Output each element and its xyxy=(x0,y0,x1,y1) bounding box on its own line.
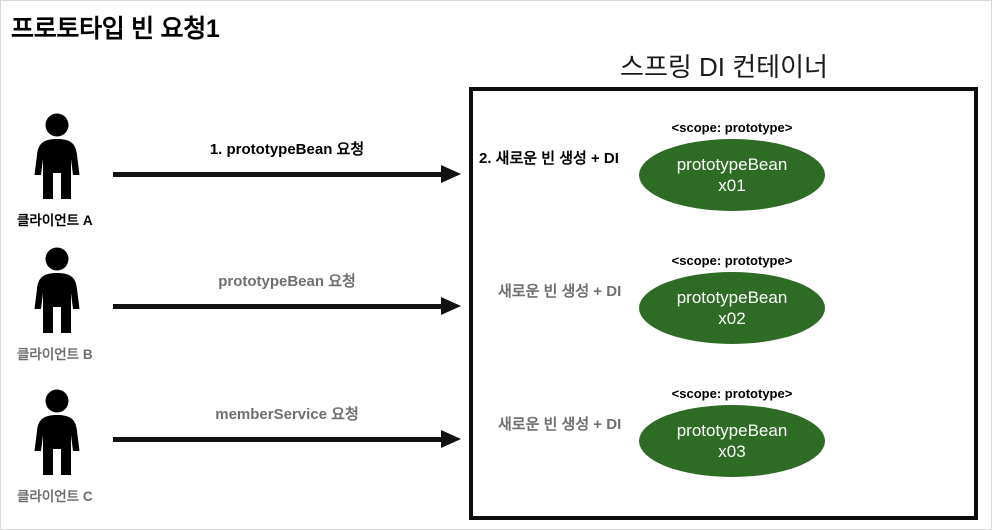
bean-2-name: prototypeBean xyxy=(676,287,788,307)
bean-3-ellipse: prototypeBean x03 xyxy=(639,405,825,477)
client-b: 클라이언트 B xyxy=(9,247,124,362)
request-arrow-2: prototypeBean 요청 xyxy=(113,273,461,316)
request-arrow-3: memberService 요청 xyxy=(113,406,461,449)
bean-3-instance: x03 xyxy=(718,442,746,461)
step-label-3: 새로운 빈 생성 + DI xyxy=(498,416,622,433)
arrow-head xyxy=(441,297,461,315)
bean-1-name: prototypeBean xyxy=(676,154,788,174)
arrow-line xyxy=(113,437,443,442)
bean-3-scope: <scope: prototype> xyxy=(671,386,793,401)
page-title: 프로토타입 빈 요청1 xyxy=(11,15,220,43)
client-a-label: 클라이언트 A xyxy=(17,213,93,228)
bean-2-scope: <scope: prototype> xyxy=(671,253,793,268)
bean-1-instance: x01 xyxy=(718,176,746,195)
request-arrow-2-label: prototypeBean 요청 xyxy=(218,273,356,290)
bean-3-name: prototypeBean xyxy=(676,420,788,440)
arrow-line xyxy=(113,304,443,309)
bean-2-ellipse: prototypeBean x02 xyxy=(639,272,825,344)
bean-1-ellipse: prototypeBean x01 xyxy=(639,139,825,211)
bean-1-scope: <scope: prototype> xyxy=(671,120,793,135)
client-c-label: 클라이언트 C xyxy=(17,489,93,504)
person-icon xyxy=(27,389,87,477)
client-c: 클라이언트 C xyxy=(9,389,124,504)
arrow-head xyxy=(441,165,461,183)
di-container-title: 스프링 DI 컨테이너 xyxy=(620,52,828,82)
request-arrow-1: 1. prototypeBean 요청 xyxy=(113,141,461,184)
bean-2-instance: x02 xyxy=(718,309,746,328)
step-label-2: 새로운 빈 생성 + DI xyxy=(498,283,622,300)
request-arrow-3-label: memberService 요청 xyxy=(215,406,359,423)
person-icon xyxy=(27,247,87,335)
client-b-label: 클라이언트 B xyxy=(17,347,93,362)
person-icon xyxy=(27,113,87,201)
step-label-1: 2. 새로운 빈 생성 + DI xyxy=(479,150,619,167)
arrow-line xyxy=(113,172,443,177)
arrow-head xyxy=(441,430,461,448)
client-a: 클라이언트 A xyxy=(9,113,124,228)
request-arrow-1-label: 1. prototypeBean 요청 xyxy=(209,141,365,158)
